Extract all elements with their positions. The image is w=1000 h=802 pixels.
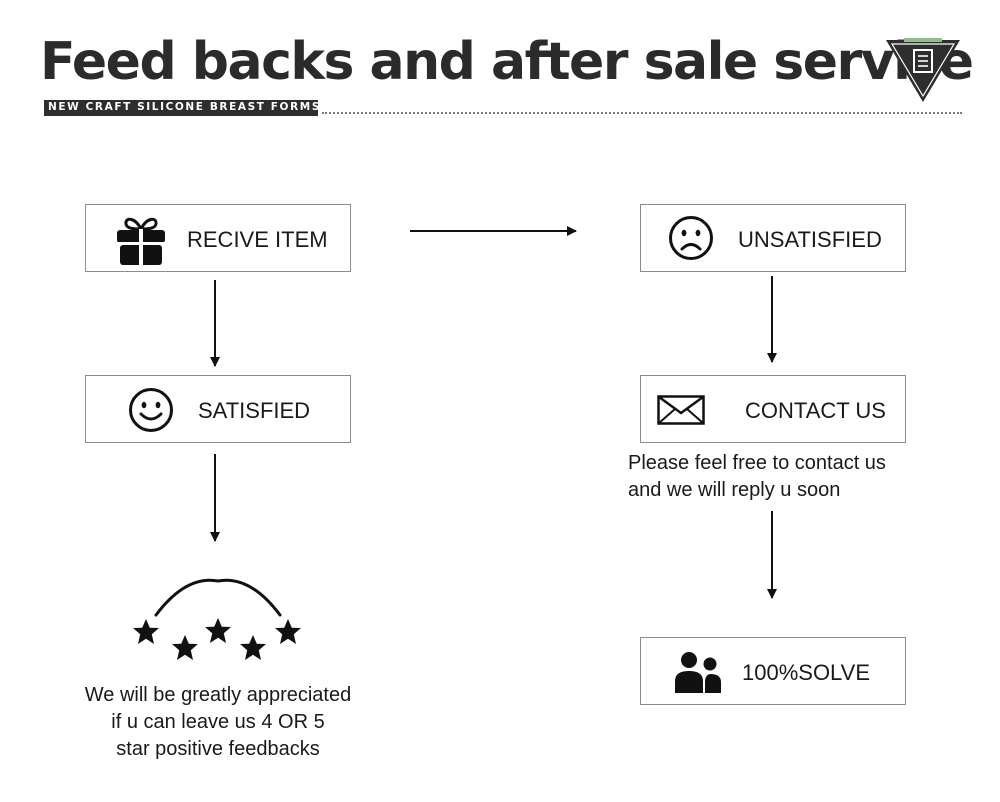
contact-us-label: CONTACT US	[745, 398, 886, 423]
smiley-icon	[129, 388, 173, 432]
satisfied-box: SATISFIED	[85, 375, 351, 443]
dotted-divider	[322, 112, 962, 114]
people-icon	[675, 652, 721, 693]
contact-note: Please feel free to contact us and we wi…	[628, 450, 886, 504]
five-stars-icon	[133, 578, 301, 660]
page-title: Feed backs and after sale service	[40, 32, 974, 92]
envelope-icon	[657, 395, 705, 425]
contact-note-line-2: and we will reply u soon	[628, 479, 841, 501]
document-logo-icon	[886, 38, 960, 102]
subtitle-banner	[44, 100, 318, 116]
subtitle-text: NEW CRAFT SILICONE BREAST FORMS	[48, 101, 321, 113]
feedback-note-line-3: star positive feedbacks	[116, 738, 320, 760]
sad-face-icon	[669, 216, 713, 260]
feedback-note: We will be greatly appreciated if u can …	[60, 682, 376, 763]
feedback-note-line-2: if u can leave us 4 OR 5	[111, 711, 325, 733]
feedback-note-line-1: We will be greatly appreciated	[84, 684, 352, 706]
satisfied-label: SATISFIED	[198, 398, 311, 423]
unsatisfied-box: UNSATISFIED	[640, 204, 906, 272]
unsatisfied-label: UNSATISFIED	[738, 227, 882, 252]
solve-box: 100%SOLVE	[640, 637, 906, 705]
gift-icon	[117, 217, 165, 266]
solve-label: 100%SOLVE	[742, 660, 871, 685]
contact-note-line-1: Please feel free to contact us	[628, 452, 886, 474]
contact-us-box: CONTACT US	[640, 375, 906, 443]
receive-item-label: RECIVE ITEM	[187, 227, 328, 252]
receive-item-box: RECIVE ITEM	[85, 204, 351, 272]
